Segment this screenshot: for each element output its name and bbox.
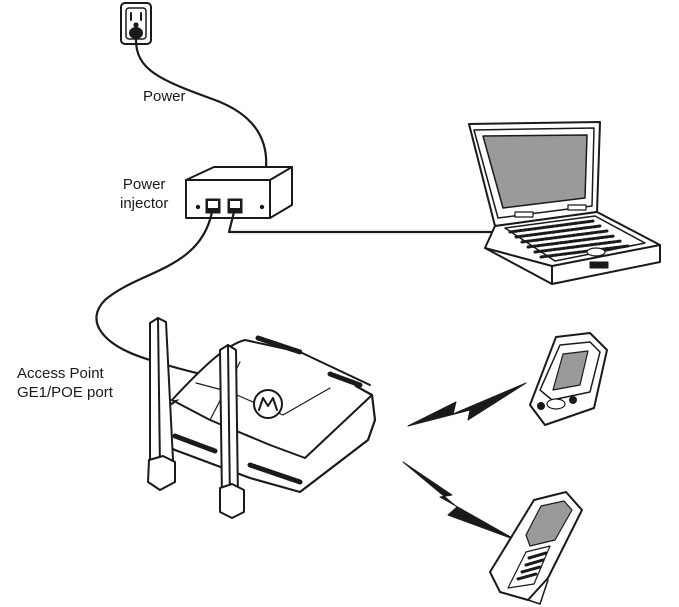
wireless-signal-icon bbox=[402, 461, 517, 541]
power-injector-label-line2: injector bbox=[120, 195, 169, 212]
power-injector-icon bbox=[185, 166, 293, 219]
power-label: Power bbox=[143, 88, 186, 105]
wireless-signal-icon bbox=[407, 382, 527, 427]
access-point-label-line2: GE1/POE port bbox=[17, 384, 113, 401]
pda-icon bbox=[529, 332, 608, 426]
power-injector-label: Power injector bbox=[120, 175, 168, 213]
handheld-scanner-icon bbox=[489, 491, 583, 605]
laptop-icon bbox=[468, 121, 661, 285]
access-point-label-line1: Access Point bbox=[17, 365, 104, 382]
access-point-port-label: Access Point GE1/POE port bbox=[17, 364, 113, 402]
power-cable bbox=[134, 36, 268, 170]
ethernet-cable-access-point bbox=[95, 210, 220, 380]
power-injector-label-line1: Power bbox=[122, 176, 166, 193]
access-point-icon bbox=[147, 317, 377, 519]
ethernet-cable-laptop bbox=[227, 210, 495, 234]
